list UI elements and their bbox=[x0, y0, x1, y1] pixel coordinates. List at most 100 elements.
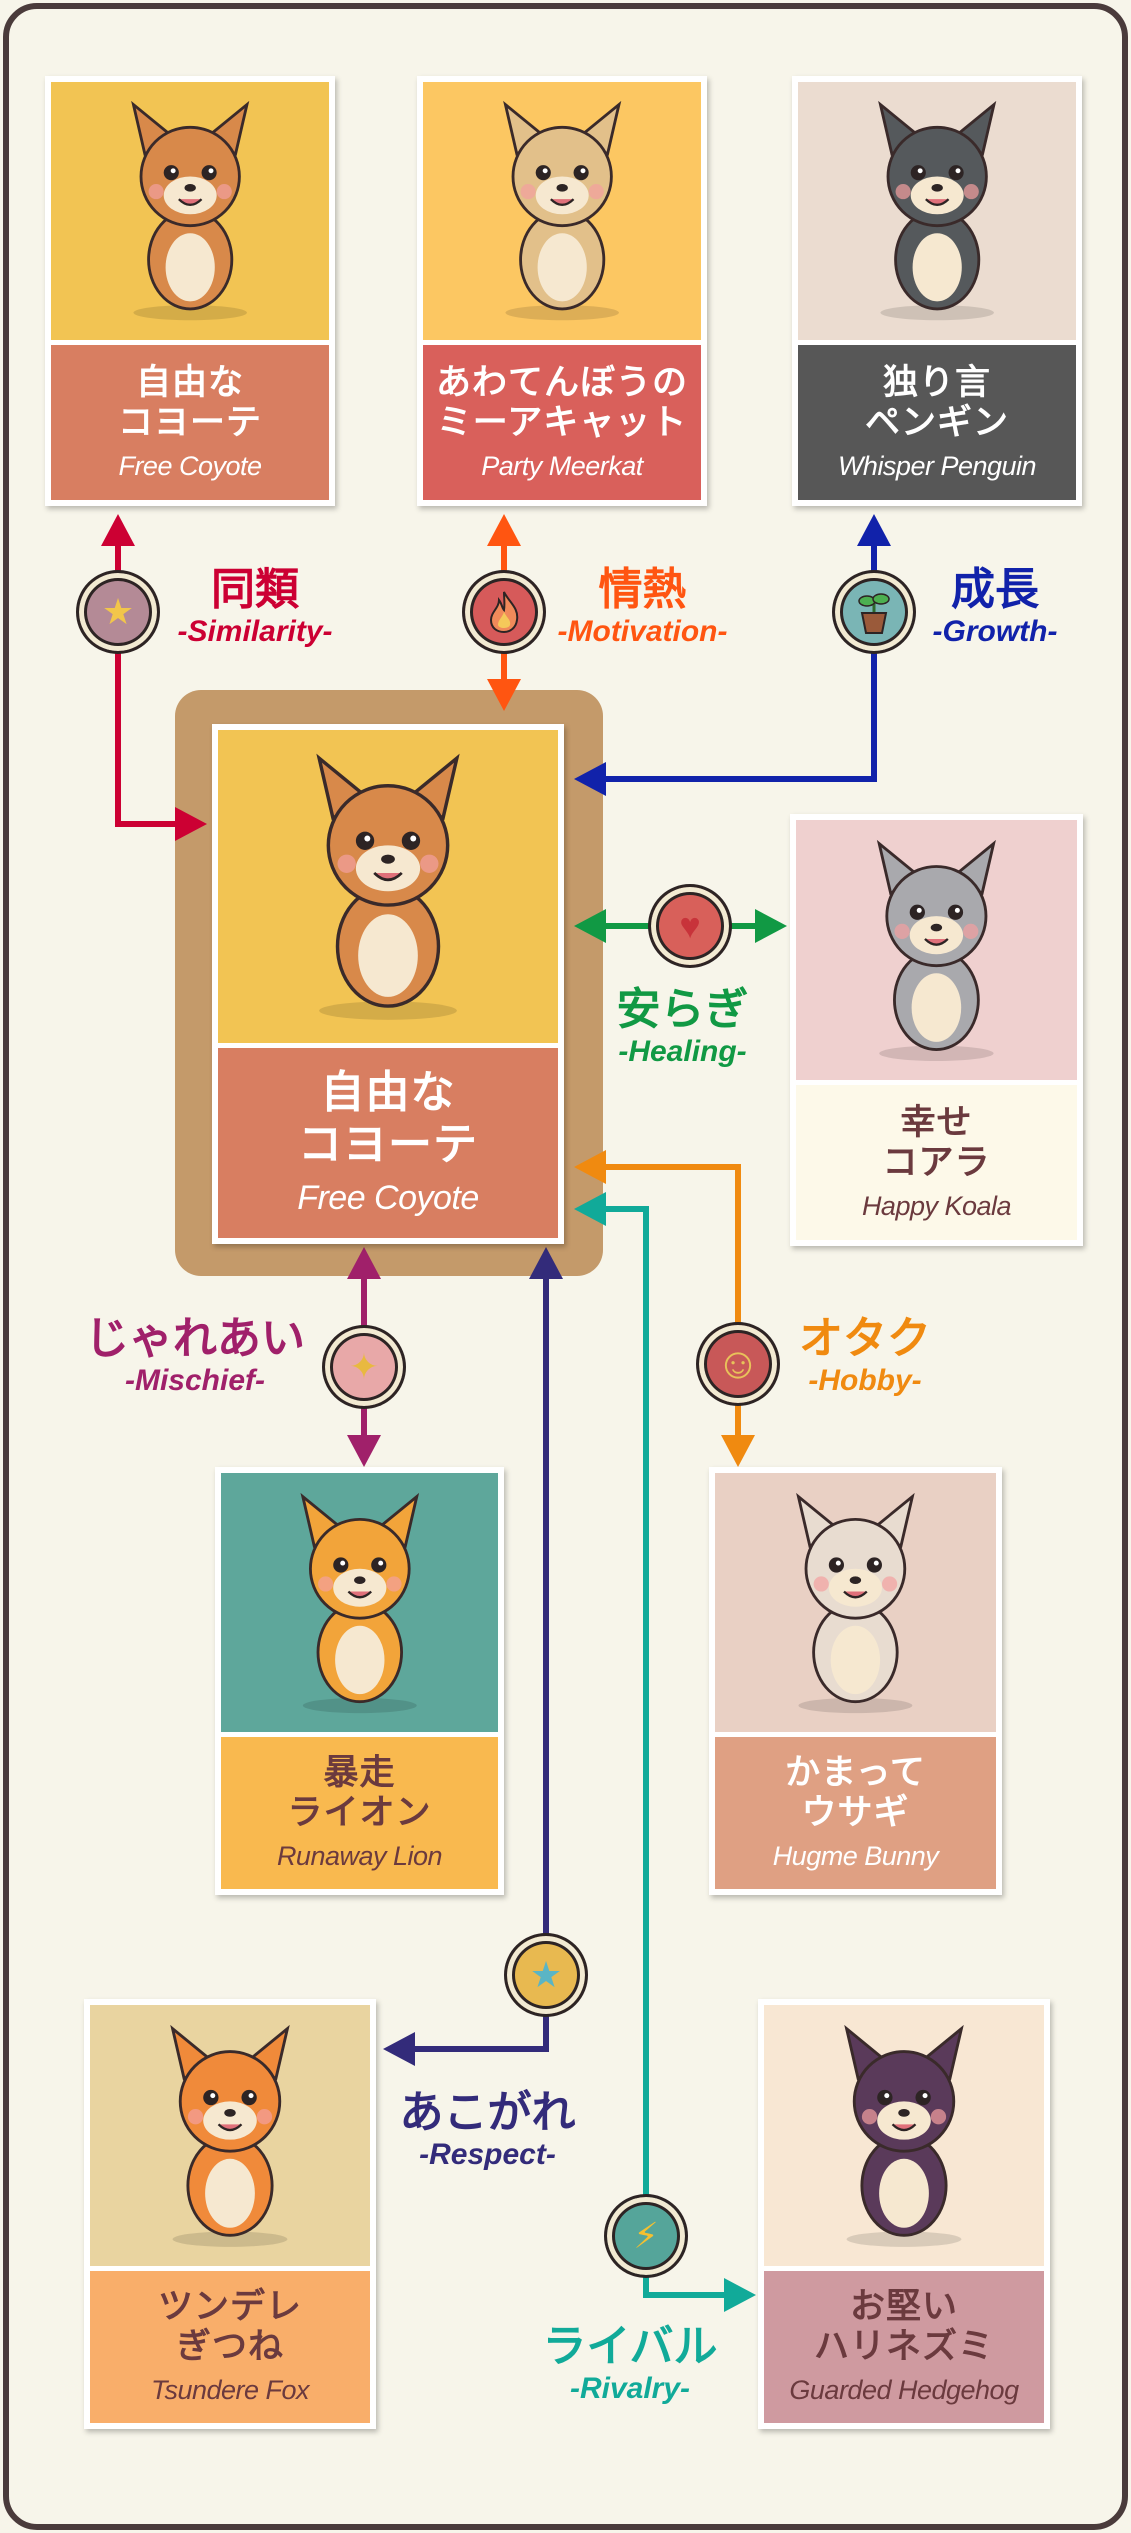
meerkat-illustration bbox=[423, 82, 701, 340]
star-face-icon: ★ bbox=[529, 1954, 563, 1995]
name-jp-line1: 独り言 bbox=[882, 362, 991, 402]
coyote-illustration bbox=[51, 82, 329, 340]
card-label: ツンデレ ぎつね Tsundere Fox bbox=[90, 2271, 370, 2423]
card-label: あわてんぼうの ミーアキャット Party Meerkat bbox=[423, 345, 701, 500]
card-happy-koala[interactable]: 幸せ コアラ Happy Koala bbox=[790, 814, 1083, 1246]
card-label: 幸せ コアラ Happy Koala bbox=[796, 1085, 1077, 1240]
name-jp-line1: 暴走 bbox=[323, 1753, 396, 1792]
relation-jp: 成長 bbox=[951, 565, 1039, 614]
relation-en: -Rivalry- bbox=[569, 2372, 691, 2405]
coyote-illustration bbox=[218, 730, 558, 1043]
character-drawing bbox=[502, 101, 622, 321]
star-icon: ★ bbox=[101, 591, 135, 632]
lightning-icon: ⚡ bbox=[633, 2215, 659, 2256]
character-drawing bbox=[300, 1492, 419, 1713]
name-jp-line1: 幸せ bbox=[900, 1102, 973, 1142]
sprout-icon bbox=[858, 593, 890, 634]
badge-healing: ♥ bbox=[648, 884, 732, 968]
name-jp-line2: ミーアキャット bbox=[436, 402, 688, 442]
name-en: Happy Koala bbox=[861, 1190, 1012, 1221]
name-jp-line2: ハリネズミ bbox=[813, 2327, 994, 2366]
bunny-illustration bbox=[715, 1473, 996, 1732]
relation-en: -Mischief- bbox=[124, 1364, 265, 1397]
card-free-coyote-center[interactable]: 自由な コヨーテ Free Coyote bbox=[212, 724, 564, 1244]
card-party-meerkat[interactable]: あわてんぼうの ミーアキャット Party Meerkat bbox=[417, 76, 707, 506]
character-drawing bbox=[877, 101, 997, 321]
name-jp-line2: ぎつね bbox=[175, 2327, 284, 2366]
card-label: 独り言 ペンギン Whisper Penguin bbox=[798, 345, 1076, 500]
card-free-coyote-top[interactable]: 自由な コヨーテ Free Coyote bbox=[45, 76, 335, 506]
badge-hobby: ☺ bbox=[696, 1322, 780, 1406]
badge-similarity: ★ bbox=[76, 570, 160, 654]
penguin-illustration bbox=[798, 82, 1076, 340]
badge-growth bbox=[832, 570, 916, 654]
card-guarded-hedgehog[interactable]: お堅い ハリネズミ Guarded Hedgehog bbox=[758, 1999, 1050, 2429]
flame-icon bbox=[489, 591, 519, 634]
name-jp-line1: あわてんぼうの bbox=[435, 362, 688, 402]
name-en: Runaway Lion bbox=[276, 1841, 443, 1871]
name-jp-line1: お堅い bbox=[849, 2287, 958, 2326]
arrow-similarity bbox=[101, 514, 207, 841]
arrow-growth bbox=[574, 514, 891, 796]
character-drawing bbox=[796, 1492, 915, 1713]
heart-icon: ♥ bbox=[679, 905, 701, 946]
label-healing: 安らぎ -Healing- bbox=[600, 985, 765, 1069]
name-jp-line2: コアラ bbox=[882, 1142, 991, 1182]
smiley-icon: ☺ bbox=[715, 1339, 761, 1388]
label-growth: 成長 -Growth- bbox=[915, 565, 1075, 649]
name-jp-line2: コヨーテ bbox=[117, 402, 262, 442]
name-en: Guarded Hedgehog bbox=[789, 2375, 1019, 2405]
character-drawing bbox=[844, 2024, 964, 2247]
card-label: 自由な コヨーテ Free Coyote bbox=[218, 1048, 558, 1238]
name-en: Party Meerkat bbox=[481, 450, 643, 481]
name-en: Whisper Penguin bbox=[837, 450, 1037, 481]
badge-motivation bbox=[462, 570, 546, 654]
name-jp-line1: ツンデレ bbox=[157, 2287, 302, 2326]
card-label: お堅い ハリネズミ Guarded Hedgehog bbox=[764, 2271, 1044, 2423]
relation-jp: じゃれあい bbox=[85, 1314, 305, 1363]
badge-respect: ★ bbox=[504, 1933, 588, 2017]
relation-en: -Motivation- bbox=[557, 615, 728, 648]
relation-jp: ライバル bbox=[542, 2322, 718, 2371]
fox-illustration bbox=[90, 2005, 370, 2266]
card-tsundere-fox[interactable]: ツンデレ ぎつね Tsundere Fox bbox=[84, 1999, 376, 2429]
card-label: かまって ウサギ Hugme Bunny bbox=[715, 1737, 996, 1889]
card-runaway-lion[interactable]: 暴走 ライオン Runaway Lion bbox=[215, 1467, 504, 1895]
name-en: Hugme Bunny bbox=[772, 1841, 939, 1871]
badge-mischief: ✦ bbox=[322, 1325, 406, 1409]
relation-en: -Respect- bbox=[419, 2138, 556, 2171]
koala-illustration bbox=[796, 820, 1077, 1080]
relation-jp: オタク bbox=[799, 1314, 931, 1363]
name-jp-line2: コヨーテ bbox=[298, 1120, 478, 1169]
label-hobby: オタク -Hobby- bbox=[790, 1314, 940, 1398]
label-respect: あこがれ -Respect- bbox=[390, 2088, 585, 2172]
card-whisper-penguin[interactable]: 独り言 ペンギン Whisper Penguin bbox=[792, 76, 1082, 506]
character-drawing bbox=[170, 2024, 290, 2247]
character-drawing bbox=[316, 753, 460, 1020]
name-jp-line2: ペンギン bbox=[864, 402, 1009, 442]
character-drawing bbox=[130, 101, 250, 321]
badge-rivalry: ⚡ bbox=[604, 2194, 688, 2278]
name-jp-line2: ウサギ bbox=[801, 1793, 910, 1832]
relation-jp: 安らぎ bbox=[616, 985, 749, 1034]
name-en: Tsundere Fox bbox=[150, 2375, 310, 2405]
character-drawing bbox=[876, 839, 997, 1061]
arrow-rivalry bbox=[574, 1192, 756, 2312]
name-jp-line1: 自由な bbox=[320, 1068, 456, 1117]
relation-jp: 同類 bbox=[211, 565, 299, 614]
lion-illustration bbox=[221, 1473, 498, 1732]
label-motivation: 情熱 -Motivation- bbox=[540, 565, 745, 649]
relation-en: -Healing- bbox=[618, 1035, 747, 1068]
card-hugme-bunny[interactable]: かまって ウサギ Hugme Bunny bbox=[709, 1467, 1002, 1895]
relation-jp: 情熱 bbox=[598, 565, 687, 614]
relation-en: -Similarity- bbox=[177, 615, 333, 648]
label-similarity: 同類 -Similarity- bbox=[160, 565, 350, 649]
relation-jp: あこがれ bbox=[399, 2088, 576, 2137]
hedgehog-illustration bbox=[764, 2005, 1044, 2266]
relation-en: -Growth- bbox=[932, 615, 1058, 648]
card-label: 暴走 ライオン Runaway Lion bbox=[221, 1737, 498, 1889]
label-rivalry: ライバル -Rivalry- bbox=[535, 2322, 725, 2406]
name-jp-line2: ライオン bbox=[287, 1793, 432, 1832]
name-en: Free Coyote bbox=[297, 1179, 479, 1217]
card-label: 自由な コヨーテ Free Coyote bbox=[51, 345, 329, 500]
